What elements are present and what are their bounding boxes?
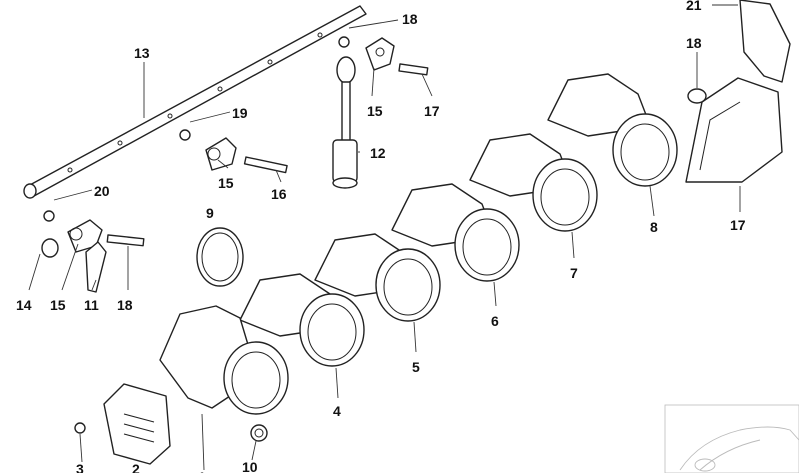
- throttle-body-1: [159, 305, 289, 415]
- throttle-body-7: [469, 133, 598, 232]
- callout-12: 12: [370, 145, 386, 161]
- callout-9: 9: [206, 205, 214, 221]
- throttle-body-6: [391, 183, 520, 282]
- callout-6: 6: [491, 313, 499, 329]
- callout-5: 5: [412, 359, 420, 375]
- callout-14: 14: [16, 297, 32, 313]
- leader-lines: [28, 4, 741, 471]
- seal-ring: [196, 227, 244, 287]
- callout-18-middle: 19: [232, 105, 248, 121]
- screw: [74, 422, 86, 434]
- throttle-body-4: [239, 273, 365, 367]
- throttle-sensor: [103, 383, 171, 465]
- callout-19: 21: [686, 0, 702, 13]
- callout-1: 1: [198, 469, 206, 473]
- callout-17-lower: 18: [117, 297, 133, 313]
- callout-3: 3: [76, 461, 84, 473]
- inset-car-thumbnail: [664, 404, 799, 473]
- callout-21: 18: [686, 35, 702, 51]
- callout-15-upper: 15: [367, 103, 383, 119]
- callout-17-upper: 17: [424, 103, 440, 119]
- callout-8: 8: [650, 219, 658, 235]
- cover-19: [739, 0, 791, 83]
- callout-10: 10: [242, 459, 258, 473]
- callout-13: 13: [134, 45, 150, 61]
- nut: [250, 424, 268, 442]
- callout-20: 17: [730, 217, 746, 233]
- middle-bracket-set: [179, 129, 288, 174]
- callout-18-upper: 18: [402, 11, 418, 27]
- lower-bracket-set: [41, 210, 145, 293]
- callout-11: 11: [84, 297, 99, 313]
- grommet-21: [687, 88, 707, 104]
- callout-2: 2: [132, 461, 140, 473]
- linkage-rod: [23, 5, 367, 199]
- callout-16: 16: [271, 186, 287, 202]
- callout-15-lower: 15: [50, 297, 66, 313]
- callout-4: 4: [333, 403, 341, 419]
- throttle-body-5: [314, 233, 441, 322]
- upper-bracket-set: [338, 36, 429, 76]
- callout-15-middle: 15: [218, 175, 234, 191]
- gas-strut: [332, 56, 358, 189]
- throttle-body-8: [547, 73, 678, 187]
- callout-18-lower: 20: [94, 183, 110, 199]
- callout-labels: 13 18 15 17 12 19 15 16 20 9 14 15 11 18…: [16, 0, 746, 473]
- callout-7: 7: [570, 265, 578, 281]
